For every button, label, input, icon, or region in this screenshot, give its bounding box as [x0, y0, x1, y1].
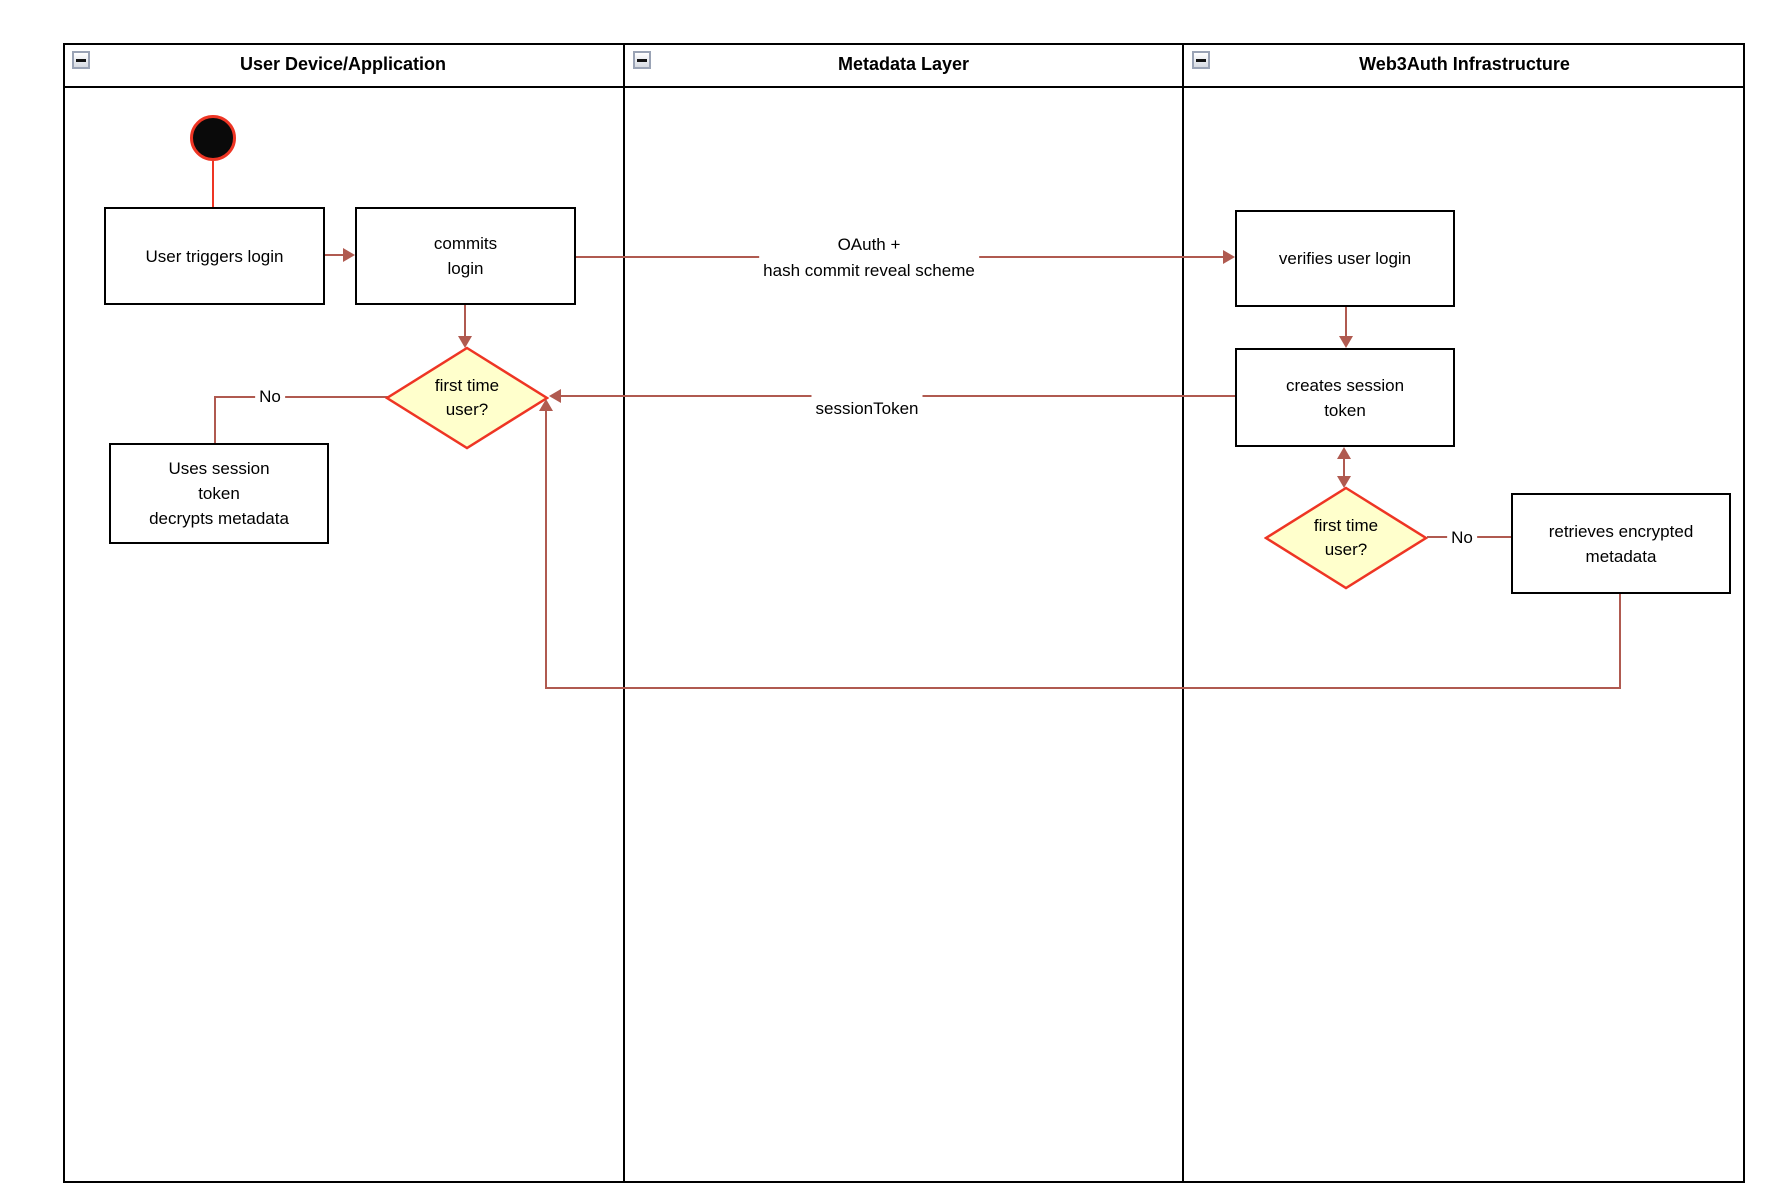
edge-no-device: [214, 396, 216, 443]
arrowhead-down: [1339, 336, 1353, 348]
edge-creates-to-decision: [1343, 455, 1345, 479]
node-label: Uses session token decrypts metadata: [149, 459, 289, 528]
edge-verifies-to-creates: [1345, 307, 1347, 338]
node-label: commits login: [433, 234, 498, 278]
lane-header-web3auth: Web3Auth Infrastructure: [1184, 43, 1745, 86]
edge-feedback: [545, 410, 547, 689]
first-time-user-decision-infra[interactable]: first time user?: [1263, 486, 1429, 590]
lane-title: Metadata Layer: [837, 54, 970, 74]
lane-title: User Device/Application: [239, 54, 447, 74]
arrowhead-down: [458, 336, 472, 348]
edge-label-no-infra: No: [1447, 524, 1477, 552]
minus-glyph: [1196, 58, 1206, 62]
arrowhead-up: [539, 399, 553, 411]
node-label: User triggers login: [145, 246, 284, 266]
node-label: first time user?: [434, 376, 500, 419]
minus-glyph: [76, 58, 86, 62]
lane-divider: [623, 43, 625, 1183]
commits-login-node[interactable]: commits login: [355, 207, 576, 305]
lane-divider: [1182, 43, 1184, 1183]
collapse-icon[interactable]: [633, 51, 651, 69]
edge-label-oauth: OAuth + hash commit reveal scheme: [759, 231, 979, 285]
decision-diamond-shape: [1263, 486, 1429, 590]
user-triggers-login-node[interactable]: User triggers login: [104, 207, 325, 305]
node-label: verifies user login: [1278, 249, 1412, 268]
edge-commits-to-decision: [464, 305, 466, 338]
lane-title: Web3Auth Infrastructure: [1359, 54, 1570, 74]
verifies-user-login-node[interactable]: verifies user login: [1235, 210, 1455, 307]
edge-start-to-trigger: [212, 161, 214, 207]
node-label: creates session token: [1285, 375, 1405, 420]
lane-header-user-device: User Device/Application: [63, 43, 623, 86]
collapse-icon[interactable]: [1192, 51, 1210, 69]
collapse-icon[interactable]: [72, 51, 90, 69]
edge-no-device: [214, 396, 388, 398]
arrowhead-right: [1223, 250, 1235, 264]
initial-node[interactable]: [190, 115, 236, 161]
edge-label-session-token: sessionToken: [811, 395, 923, 423]
retrieves-encrypted-metadata-node[interactable]: retrieves encrypted metadata: [1511, 493, 1731, 594]
node-label: retrieves encrypted metadata: [1548, 521, 1694, 566]
edge-feedback: [546, 687, 1621, 689]
arrowhead-down: [1337, 476, 1351, 488]
lane-header-metadata-layer: Metadata Layer: [625, 43, 1182, 86]
uses-session-token-node[interactable]: Uses session token decrypts metadata: [109, 443, 329, 544]
decision-diamond-shape: [384, 346, 550, 450]
first-time-user-decision-device[interactable]: first time user?: [384, 346, 550, 450]
edge-label-no-device: No: [255, 383, 285, 411]
creates-session-token-node[interactable]: creates session token: [1235, 348, 1455, 447]
arrowhead-up: [1337, 447, 1351, 459]
edge-feedback: [1619, 594, 1621, 689]
edge-trigger-to-commits: [325, 254, 345, 256]
node-label: first time user?: [1313, 516, 1379, 559]
header-separator: [63, 86, 1745, 88]
minus-glyph: [637, 58, 647, 62]
arrowhead-right: [343, 248, 355, 262]
